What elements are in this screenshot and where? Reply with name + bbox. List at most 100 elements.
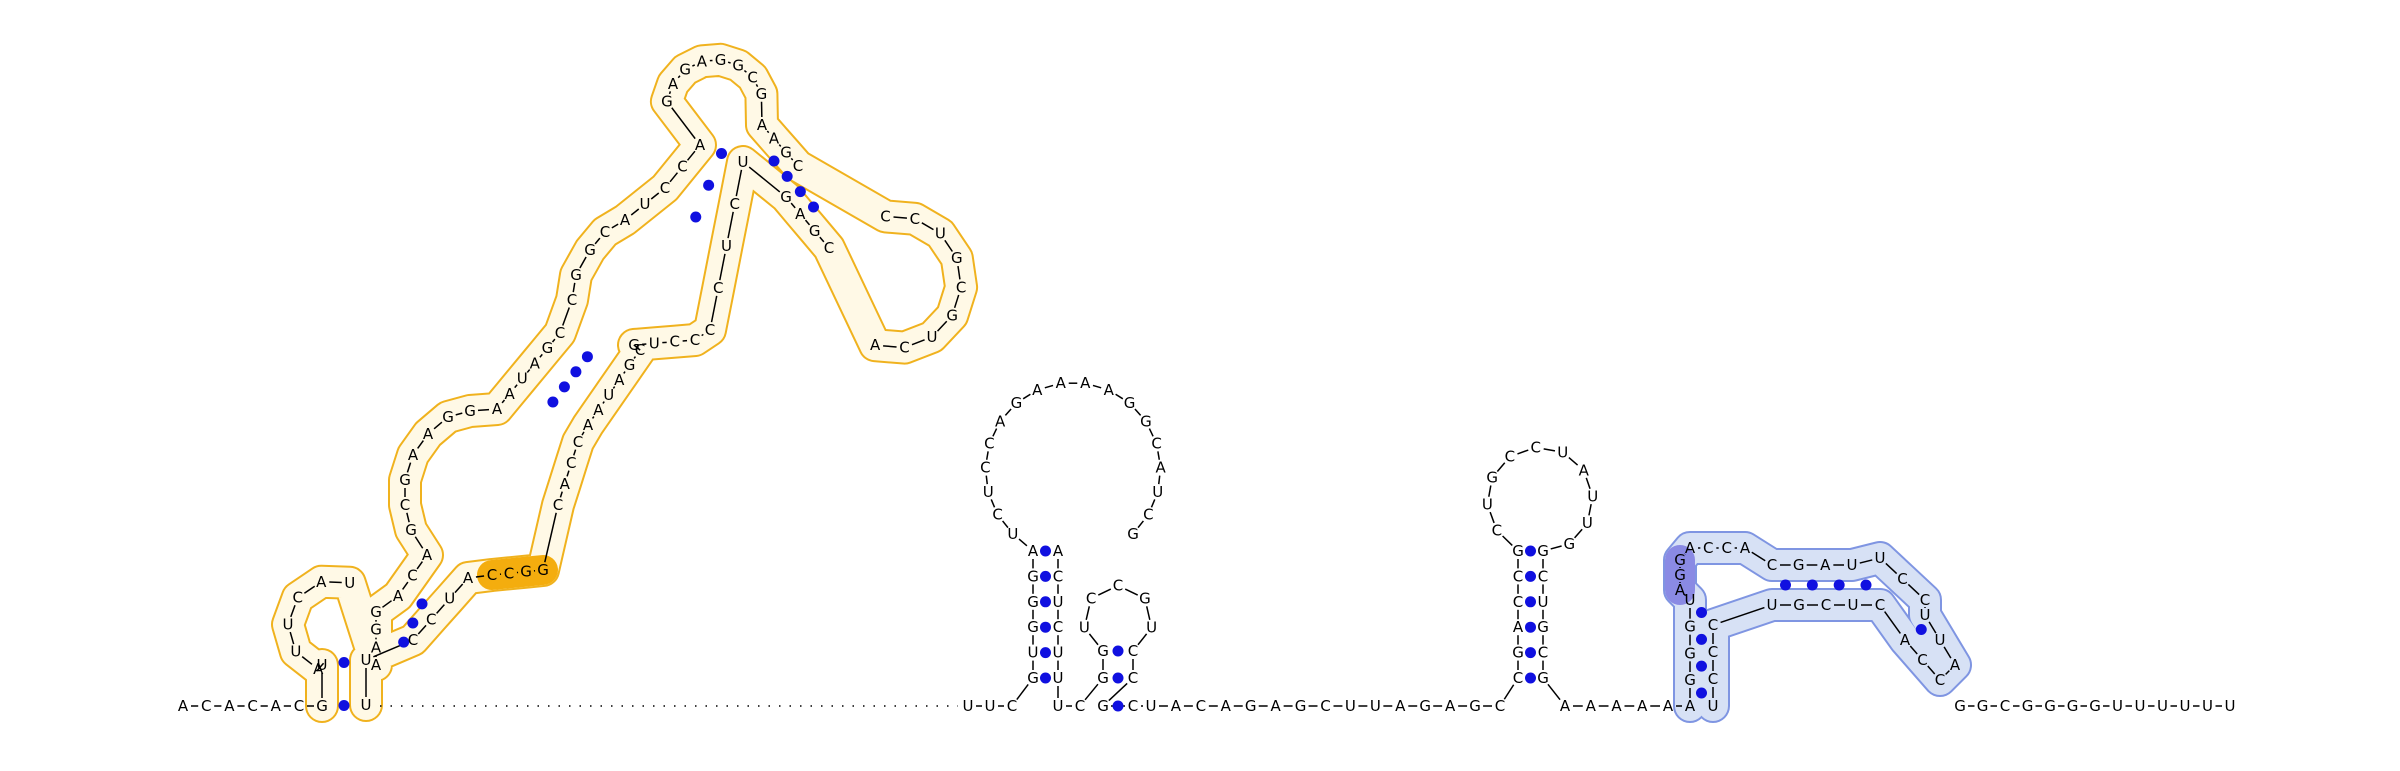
base-pair-dot: [1040, 621, 1051, 633]
backbone-link: [416, 561, 423, 570]
nucleotide-u: U: [361, 696, 372, 714]
backbone-link: [1907, 583, 1920, 596]
nucleotide-a: A: [423, 425, 434, 443]
backbone-link: [992, 428, 998, 437]
nucleotide-u: U: [444, 590, 455, 608]
nucleotide-c: C: [294, 697, 304, 715]
backbone-link: [1044, 384, 1054, 389]
nucleotide-g: G: [2022, 697, 2034, 715]
nucleotide-c: C: [1007, 697, 1017, 715]
nucleotide-g: G: [1537, 669, 1549, 687]
nucleotide-u: U: [1557, 443, 1568, 461]
backbone-link: [623, 371, 626, 374]
nucleotide-u: U: [738, 153, 749, 171]
base-pair-dot: [416, 598, 428, 610]
nucleotide-c: C: [426, 610, 436, 628]
nucleotide-a: A: [614, 371, 625, 389]
backbone-link: [1585, 477, 1591, 489]
base-pair-dot: [338, 700, 350, 711]
backbone-link: [1134, 408, 1142, 416]
nucleotide-g: G: [756, 85, 768, 103]
nucleotide-a: A: [1395, 697, 1406, 715]
nucleotide-c: C: [1513, 593, 1523, 611]
nucleotide-a: A: [1820, 556, 1831, 574]
nucleotide-g: G: [1674, 566, 1686, 584]
nucleotide-u: U: [2157, 697, 2168, 715]
backbone-link: [382, 600, 392, 608]
nucleotide-g: G: [405, 521, 417, 539]
backbone-link: [633, 356, 637, 359]
base-pair-dot: [1860, 579, 1872, 591]
nucleotide-c: C: [1920, 591, 1930, 609]
nucleotide-a: A: [1032, 381, 1043, 399]
nucleotide-g: G: [570, 266, 582, 284]
nucleotide-a: A: [757, 116, 768, 134]
nucleotide-c: C: [555, 324, 565, 342]
nucleotide-c: C: [1935, 671, 1945, 689]
backbone-link: [668, 91, 672, 95]
backbone-link: [990, 499, 996, 508]
nucleotide-g: G: [946, 307, 958, 325]
backbone-link: [893, 216, 908, 219]
nucleotide-c: C: [690, 331, 700, 349]
nucleotide-u: U: [283, 615, 294, 633]
backbone-link: [804, 219, 811, 226]
nucleotide-g: G: [679, 61, 691, 79]
nucleotide-c: C: [660, 179, 670, 197]
nucleotide-g: G: [624, 356, 636, 374]
backbone-link: [1588, 503, 1592, 516]
base-pair-dot: [1040, 672, 1051, 684]
nucleotide-a: A: [313, 660, 324, 678]
nucleotide-g: G: [1486, 469, 1498, 487]
backbone-link: [1547, 683, 1561, 701]
nucleotide-u: U: [1028, 644, 1039, 662]
backbone-link: [677, 75, 681, 79]
backbone-link: [911, 339, 925, 346]
nucleotide-g: G: [715, 51, 727, 69]
nucleotide-c: C: [1151, 435, 1161, 453]
base-pair-dot: [1040, 545, 1051, 557]
nucleotide-c: C: [1708, 643, 1718, 661]
nucleotide-a: A: [697, 52, 708, 70]
nucleotide-u: U: [1685, 591, 1696, 609]
nucleotide-g: G: [1537, 618, 1549, 636]
backbone-layer: [191, 59, 2222, 707]
nucleotide-a: A: [1611, 697, 1622, 715]
base-pair-dot: [1696, 687, 1707, 699]
nucleotide-c: C: [793, 157, 803, 175]
backbone-link: [671, 107, 696, 140]
base-pair-dot: [808, 201, 819, 213]
backbone-link: [501, 399, 506, 404]
backbone-link: [1158, 475, 1161, 485]
backbone-link: [1092, 384, 1102, 389]
nucleotide-c: C: [407, 567, 417, 585]
backbone-link: [539, 353, 543, 358]
backbone-link: [778, 144, 782, 147]
nucleotide-c: C: [573, 433, 583, 451]
base-pair-dot: [1780, 579, 1791, 591]
nucleotide-c: C: [984, 435, 994, 453]
nucleotide-a: A: [1513, 618, 1524, 636]
backbone-link: [1124, 588, 1139, 596]
backbone-link: [686, 150, 696, 161]
backbone-link: [414, 536, 424, 549]
backbone-link: [936, 320, 948, 332]
nucleotide-u: U: [1920, 606, 1931, 624]
nucleotide-a: A: [1028, 542, 1039, 560]
backbone-link: [1502, 535, 1513, 546]
backbone-link: [766, 130, 770, 134]
base-pair-dot: [1525, 596, 1536, 608]
backbone-link: [953, 294, 960, 309]
backbone-link: [719, 253, 726, 281]
nucleotide-c: C: [247, 697, 257, 715]
nucleotide-c: C: [956, 278, 966, 296]
nucleotide-a: A: [178, 697, 189, 715]
nucleotide-c: C: [1538, 644, 1548, 662]
nucleotide-c: C: [400, 496, 410, 514]
nucleotide-c: C: [600, 223, 610, 241]
nucleotide-g: G: [780, 143, 792, 161]
backbone-link: [602, 401, 605, 404]
base-pair-dot: [1112, 672, 1124, 684]
nucleotide-g: G: [1027, 567, 1039, 585]
backbone-link: [985, 475, 988, 485]
